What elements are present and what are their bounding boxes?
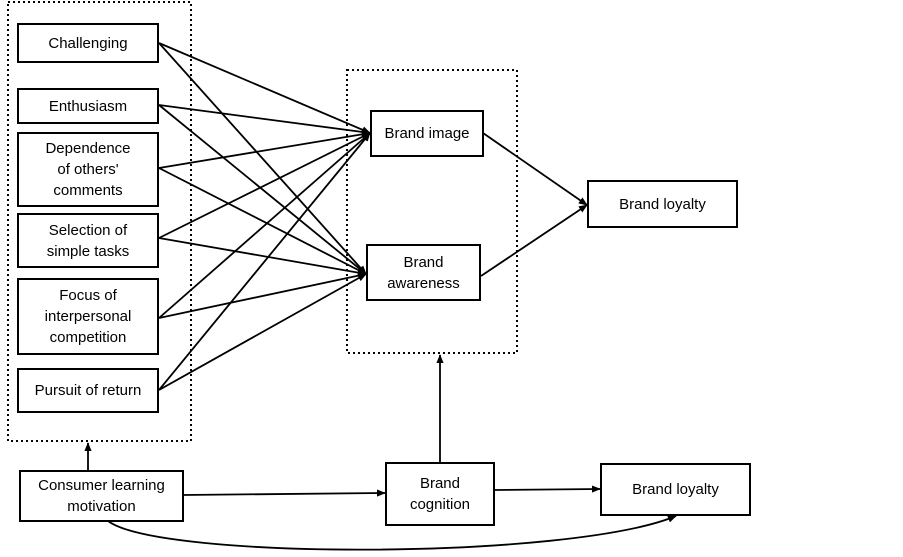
antecedents-group-frame <box>7 1 192 442</box>
arrow-focus-to-brand-image <box>158 132 371 319</box>
consumer-learning-motivation-label: Consumer learning motivation <box>38 477 165 515</box>
brand-loyalty-bottom-box: Brand loyalty <box>600 463 751 516</box>
brand-constructs-group-frame <box>346 69 518 354</box>
arrow-pursuit-to-brand-awareness <box>158 273 367 391</box>
arrow-dependence-to-brand-awareness <box>158 167 367 275</box>
arrow-pursuit-to-brand-image <box>158 132 371 391</box>
antecedent-selection-label: Selection of simple tasks <box>46 221 130 260</box>
antecedent-pursuit-box: Pursuit of return <box>17 368 159 413</box>
brand-awareness-box: Brand awareness <box>366 244 481 301</box>
arrow-motivation-to-brand-cognition <box>182 489 386 497</box>
antecedent-focus-label: Focus of interpersonal competition <box>44 287 132 346</box>
antecedent-selection-box: Selection of simple tasks <box>17 213 159 268</box>
antecedent-enthusiasm-label: Enthusiasm <box>48 97 128 115</box>
arrow-enthusiasm-to-brand-image <box>158 104 371 136</box>
arrow-selection-to-brand-awareness <box>158 237 367 277</box>
arrow-brand-cognition-to-brand-loyalty <box>494 485 601 493</box>
brand-loyalty-top-box: Brand loyalty <box>587 180 738 228</box>
brand-image-label: Brand image <box>384 125 470 142</box>
brand-awareness-label: Brand awareness <box>387 253 460 292</box>
arrow-focus-to-brand-awareness <box>158 272 367 319</box>
arrow-brand-awareness-to-brand-loyalty <box>480 204 588 277</box>
brand-cognition-box: Brand cognition <box>385 462 495 526</box>
arrow-challenging-to-brand-awareness <box>158 42 367 275</box>
antecedent-enthusiasm-box: Enthusiasm <box>17 88 159 124</box>
arrow-motivation-to-brand-loyalty-curve <box>107 515 677 551</box>
brand-cognition-label: Brand cognition <box>409 475 471 513</box>
antecedent-challenging-box: Challenging <box>17 23 159 63</box>
arrow-enthusiasm-to-brand-awareness <box>158 104 367 275</box>
brand-image-box: Brand image <box>370 110 484 157</box>
antecedent-dependence-box: Dependence of others' comments <box>17 132 159 207</box>
brand-loyalty-bottom-label: Brand loyalty <box>632 481 719 498</box>
consumer-learning-motivation-box: Consumer learning motivation <box>19 470 184 522</box>
arrow-selection-to-brand-image <box>158 132 371 239</box>
antecedent-dependence-label: Dependence of others' comments <box>45 140 131 199</box>
antecedent-focus-box: Focus of interpersonal competition <box>17 278 159 355</box>
arrow-brand-image-to-brand-loyalty <box>482 132 588 206</box>
antecedent-pursuit-label: Pursuit of return <box>34 382 142 399</box>
arrow-dependence-to-brand-image <box>158 130 371 169</box>
brand-loyalty-top-label: Brand loyalty <box>619 195 706 213</box>
arrow-challenging-to-brand-image <box>158 42 371 134</box>
antecedent-challenging-label: Challenging <box>48 34 128 52</box>
